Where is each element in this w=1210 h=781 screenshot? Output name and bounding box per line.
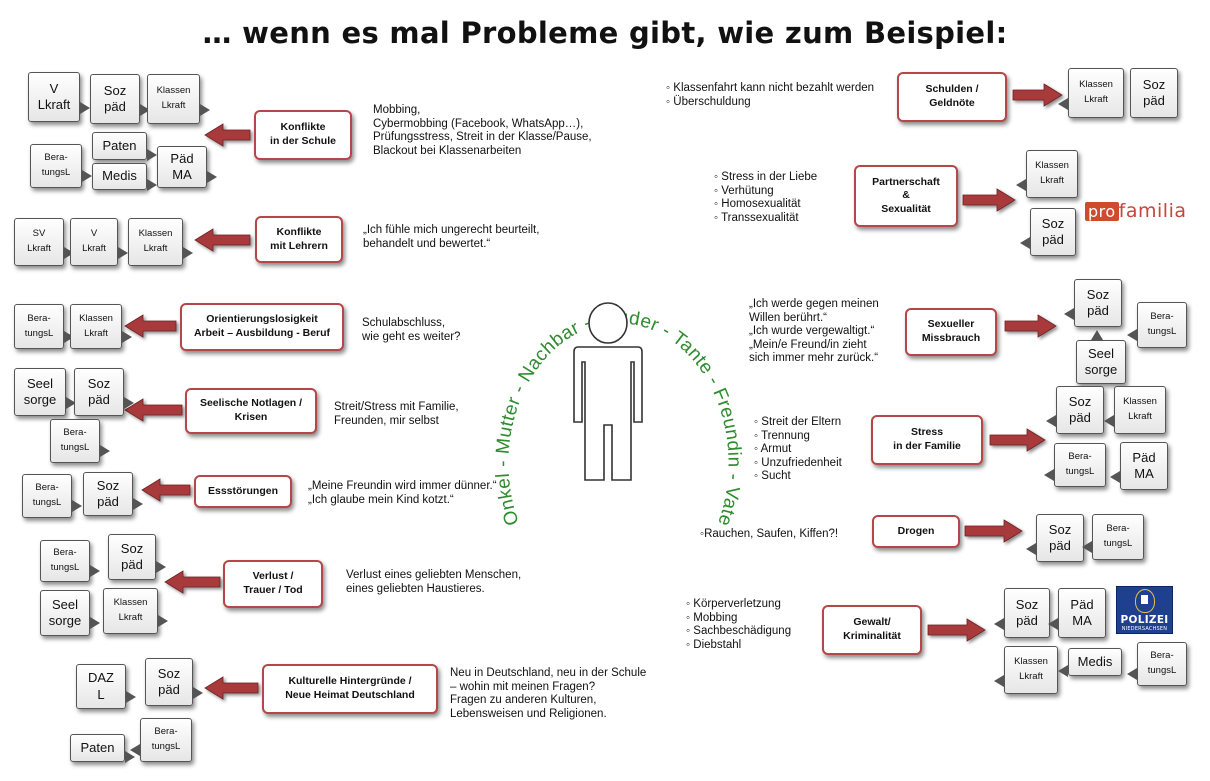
helper-bubble[interactable]: Bera- tungsL [40,540,100,582]
helper-bubble[interactable]: Klassen Lkraft [1058,68,1124,118]
connector-arrow [989,428,1046,452]
connector-arrow [962,188,1016,212]
note-partnerschaft: ◦ Stress in der Liebe ◦ Verhütung ◦ Homo… [714,171,818,224]
helper-bubble[interactable]: V Lkraft [28,72,90,122]
helper-bubble[interactable]: Bera- tungsL [130,718,192,762]
note-konflikte-schule: Mobbing, Cybermobbing (Facebook, WhatsAp… [373,104,592,157]
person-icon [573,302,643,481]
connector-arrow [164,570,221,594]
helper-bubble[interactable]: Päd MA [1110,442,1168,490]
note-kulturelle-hintergruende: Neu in Deutschland, neu in der Schule – … [450,667,647,720]
helper-bubble[interactable]: Päd MA [1048,588,1106,638]
helper-bubble[interactable]: Paten [92,132,157,161]
helper-bubble[interactable]: Soz päd [1130,68,1178,118]
helper-bubble[interactable]: Bera- tungsL [1127,302,1187,348]
helper-bubble[interactable]: Klassen Lkraft [1016,150,1078,198]
helper-bubble[interactable]: Bera- tungsL [1082,514,1144,560]
helper-bubble[interactable]: Klassen Lkraft [1104,386,1166,434]
helper-bubble[interactable]: Bera- tungsL [30,144,92,188]
helper-bubble[interactable]: Seel sorge [40,590,100,636]
helper-bubble[interactable]: Klassen Lkraft [147,74,210,124]
topic-sexueller-missbrauch[interactable]: Sexueller Missbrauch [905,308,997,356]
note-orientierung: Schulabschluss, wie geht es weiter? [362,317,461,343]
note-essstoerungen: „Meine Freundin wird immer dünner.“ „Ich… [308,480,497,506]
topic-konflikte-schule[interactable]: Konflikte in der Schule [254,110,352,160]
topic-drogen[interactable]: Drogen [872,515,960,548]
helper-bubble[interactable]: Bera- tungsL [14,304,74,349]
helper-bubble[interactable]: Medis [1058,648,1122,677]
helper-bubble[interactable]: SV Lkraft [14,218,74,266]
connector-arrow [124,398,183,422]
helper-bubble[interactable]: Bera- tungsL [50,419,110,463]
helper-bubble[interactable]: Seel sorge [1076,330,1126,384]
page-title: … wenn es mal Probleme gibt, wie zum Bei… [202,16,1008,50]
topic-kulturelle-hintergruende[interactable]: Kulturelle Hintergründe / Neue Heimat De… [262,664,438,714]
connector-arrow [927,618,986,642]
helper-bubble[interactable]: Medis [92,163,157,191]
helper-bubble[interactable]: Klassen Lkraft [128,218,193,266]
helper-bubble[interactable]: Soz päd [83,472,143,516]
helper-bubble[interactable]: Bera- tungsL [22,474,82,518]
note-seelische-notlagen: Streit/Stress mit Familie, Freunden, mir… [334,401,459,427]
helper-bubble[interactable]: Klassen Lkraft [994,646,1058,694]
helper-bubble[interactable]: Seel sorge [14,368,76,416]
helper-bubble[interactable]: Päd MA [157,146,217,188]
connector-arrow [204,676,259,700]
note-konflikte-lehrer: „Ich fühle mich ungerecht beurteilt, beh… [363,224,540,250]
helper-bubble[interactable]: Soz päd [1026,514,1084,562]
connector-arrow [1012,83,1063,107]
topic-seelische-notlagen[interactable]: Seelische Notlagen / Krisen [185,388,317,434]
helper-bubble[interactable]: Soz päd [108,534,166,580]
connector-arrow [204,123,251,147]
topic-schulden[interactable]: Schulden / Geldnöte [897,72,1007,122]
connector-arrow [964,519,1023,543]
topic-konflikte-lehrer[interactable]: Konflikte mit Lehrern [255,216,343,263]
helper-bubble[interactable]: Soz päd [1046,386,1104,434]
topic-gewalt[interactable]: Gewalt/ Kriminalität [822,605,922,655]
connector-arrow [141,478,191,502]
helper-bubble[interactable]: Klassen Lkraft [70,304,132,349]
connector-arrow [124,314,177,338]
topic-partnerschaft[interactable]: Partnerschaft & Sexualität [854,165,958,227]
note-drogen: ◦Rauchen, Saufen, Kiffen?! [700,528,839,540]
topic-stress-familie[interactable]: Stress in der Familie [871,415,983,465]
helper-bubble[interactable]: DAZ L [76,664,136,709]
topic-verlust[interactable]: Verlust / Trauer / Tod [223,560,323,608]
helper-bubble[interactable]: Soz päd [74,368,134,416]
helper-bubble[interactable]: Klassen Lkraft [103,588,168,634]
note-stress-familie: ◦ Streit der Eltern ◦ Trennung ◦ Armut ◦… [754,416,842,483]
helper-bubble[interactable]: V Lkraft [70,218,128,266]
note-gewalt: ◦ Körperverletzung ◦ Mobbing ◦ Sachbesch… [686,598,792,651]
topic-essstoerungen[interactable]: Essstörungen [194,475,292,508]
note-schulden: ◦ Klassenfahrt kann nicht bezahlt werden… [666,82,875,108]
connector-arrow [1004,314,1057,338]
helper-bubble[interactable]: Soz päd [145,658,203,706]
topic-orientierung[interactable]: Orientierungslosigkeit Arbeit – Ausbildu… [180,303,344,351]
helper-bubble[interactable]: Soz päd [994,588,1050,638]
helper-bubble[interactable]: Soz päd [1064,279,1122,327]
note-verlust: Verlust eines geliebten Menschen, eines … [346,569,522,595]
helper-bubble[interactable]: Bera- tungsL [1127,642,1187,686]
note-sexueller-missbrauch: „Ich werde gegen meinen Willen berührt.“… [749,298,879,365]
helper-bubble[interactable]: Soz päd [90,74,150,124]
connector-arrow [194,228,251,252]
helper-bubble[interactable]: Soz päd [1020,208,1076,256]
helper-bubble[interactable]: Bera- tungsL [1044,443,1106,487]
helper-bubble[interactable]: Paten [70,734,135,763]
